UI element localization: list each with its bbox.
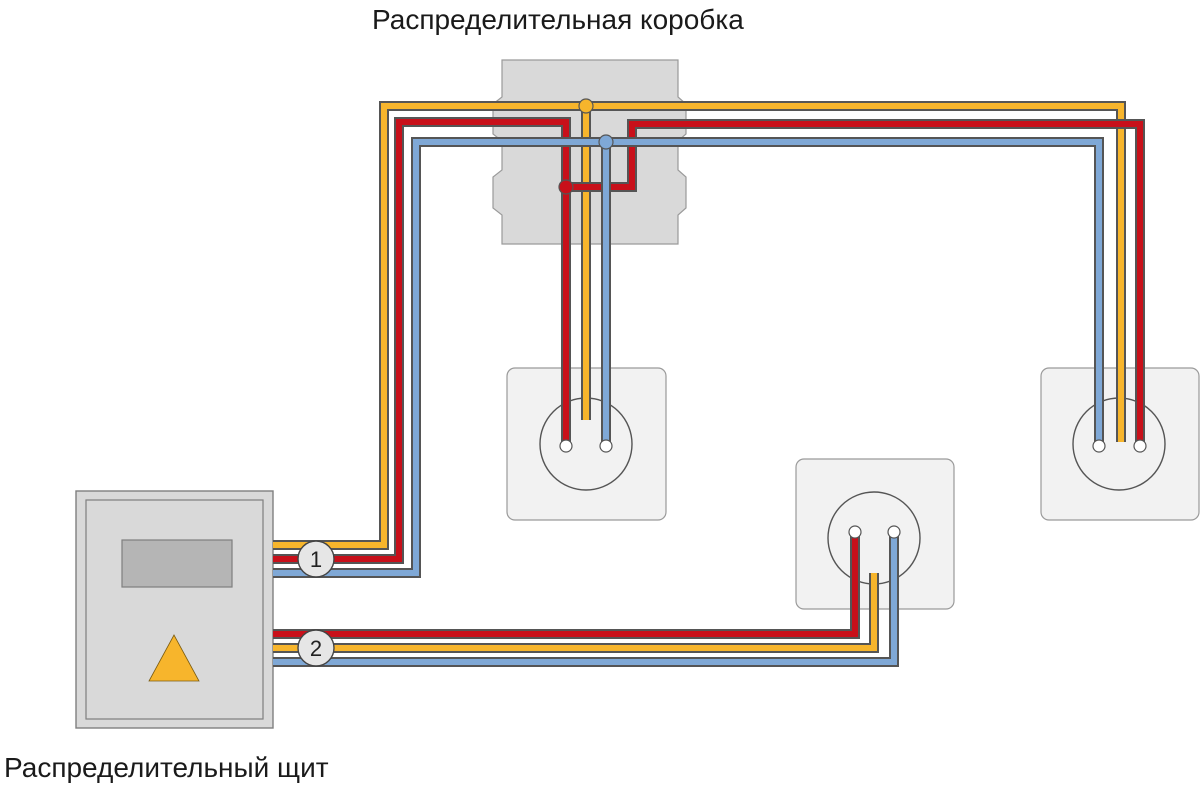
wire-line2-phase bbox=[273, 534, 860, 639]
line-marker-1: 1 bbox=[297, 540, 335, 578]
wire-line1-neutral bbox=[273, 137, 1104, 578]
junction-connector-phase bbox=[558, 179, 574, 195]
distribution-panel bbox=[75, 490, 274, 729]
junction-connector-ground bbox=[578, 98, 594, 114]
line-marker-2: 2 bbox=[297, 629, 335, 667]
socket-right-pins bbox=[1092, 439, 1147, 453]
warning-triangle-icon bbox=[148, 634, 200, 682]
junction-box-label: Распределительная коробка bbox=[372, 4, 744, 35]
line-marker-1-text: 1 bbox=[310, 547, 322, 572]
wire-line2-neutral bbox=[273, 534, 899, 667]
line-marker-2-text: 2 bbox=[310, 636, 322, 661]
wire-line2-ground bbox=[273, 573, 879, 653]
socket-left-pins bbox=[559, 439, 613, 453]
junction-connector-neutral bbox=[598, 134, 614, 150]
panel-meter-window bbox=[121, 539, 233, 588]
distribution-panel-label: Распределительный щит bbox=[4, 752, 329, 783]
socket-bottom-pins bbox=[848, 525, 901, 539]
wire-line1-ground bbox=[273, 101, 1126, 550]
wire-line1-phase bbox=[273, 117, 1145, 564]
